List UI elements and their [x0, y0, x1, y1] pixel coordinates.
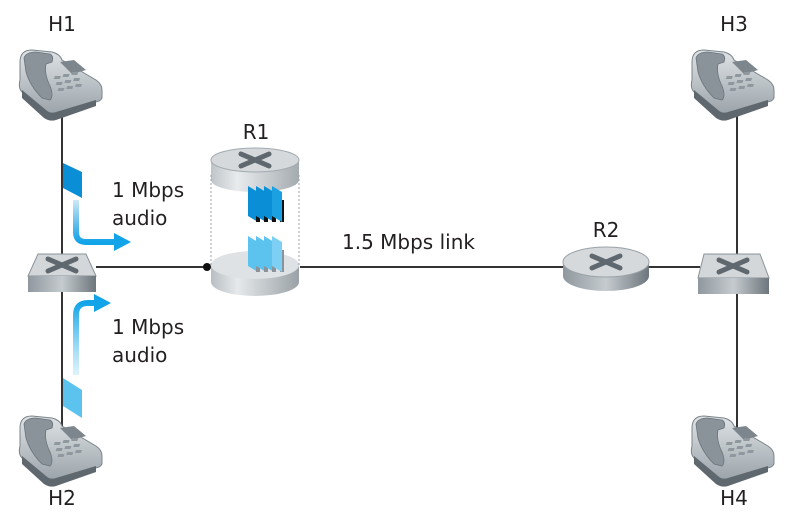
flow-h2-type: audio [112, 343, 168, 367]
r1-port-dot [203, 263, 211, 271]
queue-packets-h2 [248, 236, 284, 272]
link-label: 1.5 Mbps link [342, 230, 475, 254]
router-r2-icon [562, 246, 650, 291]
switch-right-icon [697, 253, 770, 294]
router-label-r2: R2 [592, 218, 620, 242]
flow-arrow-h2 [63, 294, 111, 418]
links [61, 104, 738, 430]
host-label-h2: H2 [48, 486, 76, 510]
switch-left-icon [27, 253, 97, 292]
phone-h1-icon [18, 49, 103, 122]
router-r1-icon [210, 147, 300, 296]
phone-h4-icon [690, 415, 775, 488]
flow-h1-type: audio [112, 206, 168, 230]
host-label-h1: H1 [48, 12, 76, 36]
flow-h1-rate: 1 Mbps [112, 178, 185, 202]
host-label-h3: H3 [720, 12, 748, 36]
flow-h2-rate: 1 Mbps [112, 315, 185, 339]
flow-arrow-h1 [63, 163, 131, 251]
phone-h2-icon [18, 415, 103, 488]
phone-h3-icon [690, 49, 775, 122]
queue-packets-h1 [248, 186, 284, 222]
host-label-h4: H4 [720, 486, 748, 510]
router-label-r1: R1 [242, 120, 270, 144]
